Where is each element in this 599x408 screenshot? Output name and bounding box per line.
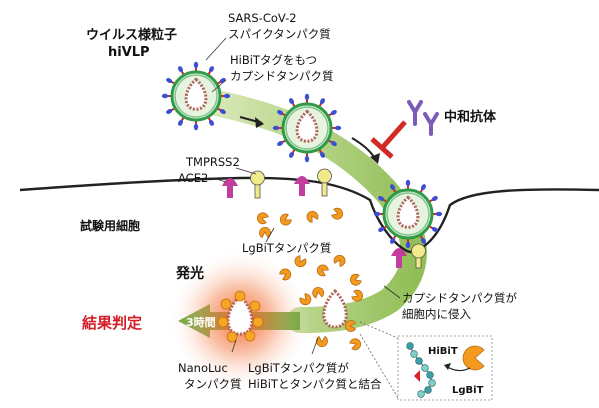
released-capsid: [322, 288, 348, 329]
neutralizing-antibody-icon: [407, 100, 439, 136]
ace2-receptor-2: [294, 176, 310, 196]
hibit-capsid-label-line1: HiBiTタグをもつ: [230, 53, 317, 67]
flow-arrow-1: [239, 116, 264, 128]
lgbit-icon: [351, 289, 363, 302]
binding-label-line1: LgBiTタンパク質が: [248, 361, 349, 375]
nanoluc-capsid: [217, 290, 264, 343]
nanoluc-label-line1: NanoLuc: [178, 361, 228, 375]
tmprss2-receptor-1: [250, 170, 265, 199]
lgbit-icon: [294, 255, 307, 268]
nanoluc-label-line2: タンパク質: [184, 377, 242, 391]
lgbit-icon: [316, 335, 328, 347]
inset-box: HiBiT LgBiT: [359, 321, 493, 401]
lgbit-icon: [345, 320, 357, 332]
virus-particles: [161, 61, 443, 343]
tmprss2-label: TMPRSS2: [185, 155, 240, 169]
spike-label-line2: スパイクタンパク質: [228, 27, 331, 41]
result-label: 結果判定: [82, 314, 142, 332]
lgbit-icon: [350, 273, 362, 286]
lgbit-icon: [306, 210, 319, 223]
capsid-invasion-line2: 細胞内に侵入: [402, 307, 471, 321]
lgbit-icon: [279, 268, 292, 281]
virus-particle-2: [272, 93, 342, 163]
capsid-invasion-line1: カプシドタンパク質が: [402, 291, 517, 305]
lgbit-particles: [257, 207, 363, 351]
hibit-capsid-label-line2: カプシドタンパク質: [230, 69, 334, 83]
virus-particle-1: [161, 61, 231, 131]
flow-arrow-2: [351, 137, 380, 164]
test-cell-label: 試験用細胞: [80, 218, 140, 233]
three-hours-label: 3時間: [186, 315, 216, 329]
neutralizing-antibody-label: 中和抗体: [444, 109, 497, 125]
lgbit-icon: [299, 293, 312, 306]
virus-particle-entering: [373, 179, 443, 249]
inhibition-marker: [370, 120, 407, 159]
cell-membrane: [19, 176, 599, 254]
lgbit-icon: [316, 264, 329, 277]
inset-lgbit-icon: [462, 345, 485, 371]
lgbit-icon: [257, 212, 269, 225]
lgbit-icon: [312, 286, 325, 299]
inset-hibit-label: HiBiT: [428, 346, 458, 357]
lgbit-icon: [331, 207, 343, 220]
lgbit-protein-label: LgBiTタンパク質: [242, 241, 331, 255]
lgbit-icon: [333, 254, 346, 267]
luminescence-label: 発光: [175, 265, 204, 282]
inset-lgbit-label: LgBiT: [452, 385, 484, 396]
ace2-label: ACE2: [178, 171, 208, 185]
ace2-receptor-3: [391, 248, 407, 268]
tmprss2-receptor-3: [411, 243, 426, 269]
tmprss2-receptor-2: [317, 168, 332, 197]
lgbit-icon: [349, 338, 361, 351]
binding-label-line2: HiBiTとタンパク質と結合: [248, 377, 382, 391]
lgbit-icon: [259, 227, 271, 239]
vlp-title-line2: hiVLP: [108, 45, 150, 60]
lgbit-icon: [279, 213, 292, 226]
ace2-receptor-1: [222, 178, 238, 198]
spike-label-line1: SARS-CoV-2: [228, 11, 297, 25]
hibit-chain: [406, 342, 436, 398]
vlp-title-line1: ウイルス様粒子: [86, 27, 177, 43]
